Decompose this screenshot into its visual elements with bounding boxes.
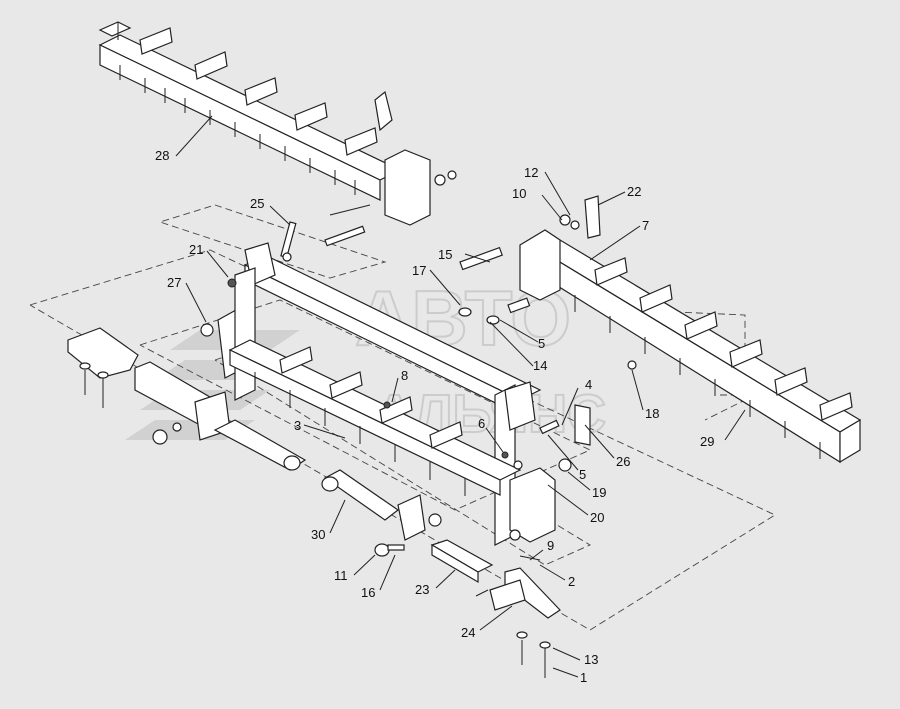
main-frame <box>200 242 572 546</box>
part-label-1: 1 <box>580 670 587 685</box>
part-label-26: 26 <box>616 454 630 469</box>
part-label-25: 25 <box>250 196 264 211</box>
part-label-22: 22 <box>627 184 641 199</box>
lower-frame-outline <box>214 344 591 566</box>
harrow-bar-28 <box>98 21 457 247</box>
cylinder-30 <box>213 419 442 557</box>
part-label-19: 19 <box>592 485 606 500</box>
upper-plates <box>139 27 378 156</box>
part-label-27: 27 <box>167 275 181 290</box>
part-label-9: 9 <box>547 538 554 553</box>
left-hitch-parts <box>67 327 346 445</box>
part-label-24: 24 <box>461 625 475 640</box>
upper-frame-outline <box>158 204 387 279</box>
part-label-14: 14 <box>533 358 547 373</box>
part-label-17: 17 <box>412 263 426 278</box>
right-tines <box>574 295 821 459</box>
part-label-3: 3 <box>294 418 301 433</box>
part-label-11: 11 <box>334 568 348 583</box>
mid-harrow-bar <box>228 339 522 496</box>
lower-links <box>430 539 561 678</box>
part-label-18: 18 <box>645 406 659 421</box>
part-label-12: 12 <box>524 165 538 180</box>
right-plates <box>594 257 853 421</box>
leader-lines <box>175 115 746 678</box>
hardware <box>280 221 591 446</box>
part-label-20: 20 <box>590 510 604 525</box>
part-label-30: 30 <box>311 527 325 542</box>
part-label-13: 13 <box>584 652 598 667</box>
part-label-28: 28 <box>155 148 169 163</box>
harrow-bar-29 <box>519 195 862 464</box>
part-label-10: 10 <box>512 186 526 201</box>
part-label-15: 15 <box>438 247 452 262</box>
part-label-6: 6 <box>478 416 485 431</box>
part-label-29: 29 <box>700 434 714 449</box>
part-label-5a: 5 <box>538 336 545 351</box>
part-label-7: 7 <box>642 218 649 233</box>
part-label-2: 2 <box>568 574 575 589</box>
part-label-8: 8 <box>401 368 408 383</box>
part-label-4: 4 <box>585 377 592 392</box>
part-label-21: 21 <box>189 242 203 257</box>
part-label-5b: 5 <box>579 467 586 482</box>
part-label-16: 16 <box>361 585 375 600</box>
part-number-labels: 28 25 21 27 15 17 5 14 12 10 22 7 8 18 2… <box>155 148 714 685</box>
part-label-23: 23 <box>415 582 429 597</box>
